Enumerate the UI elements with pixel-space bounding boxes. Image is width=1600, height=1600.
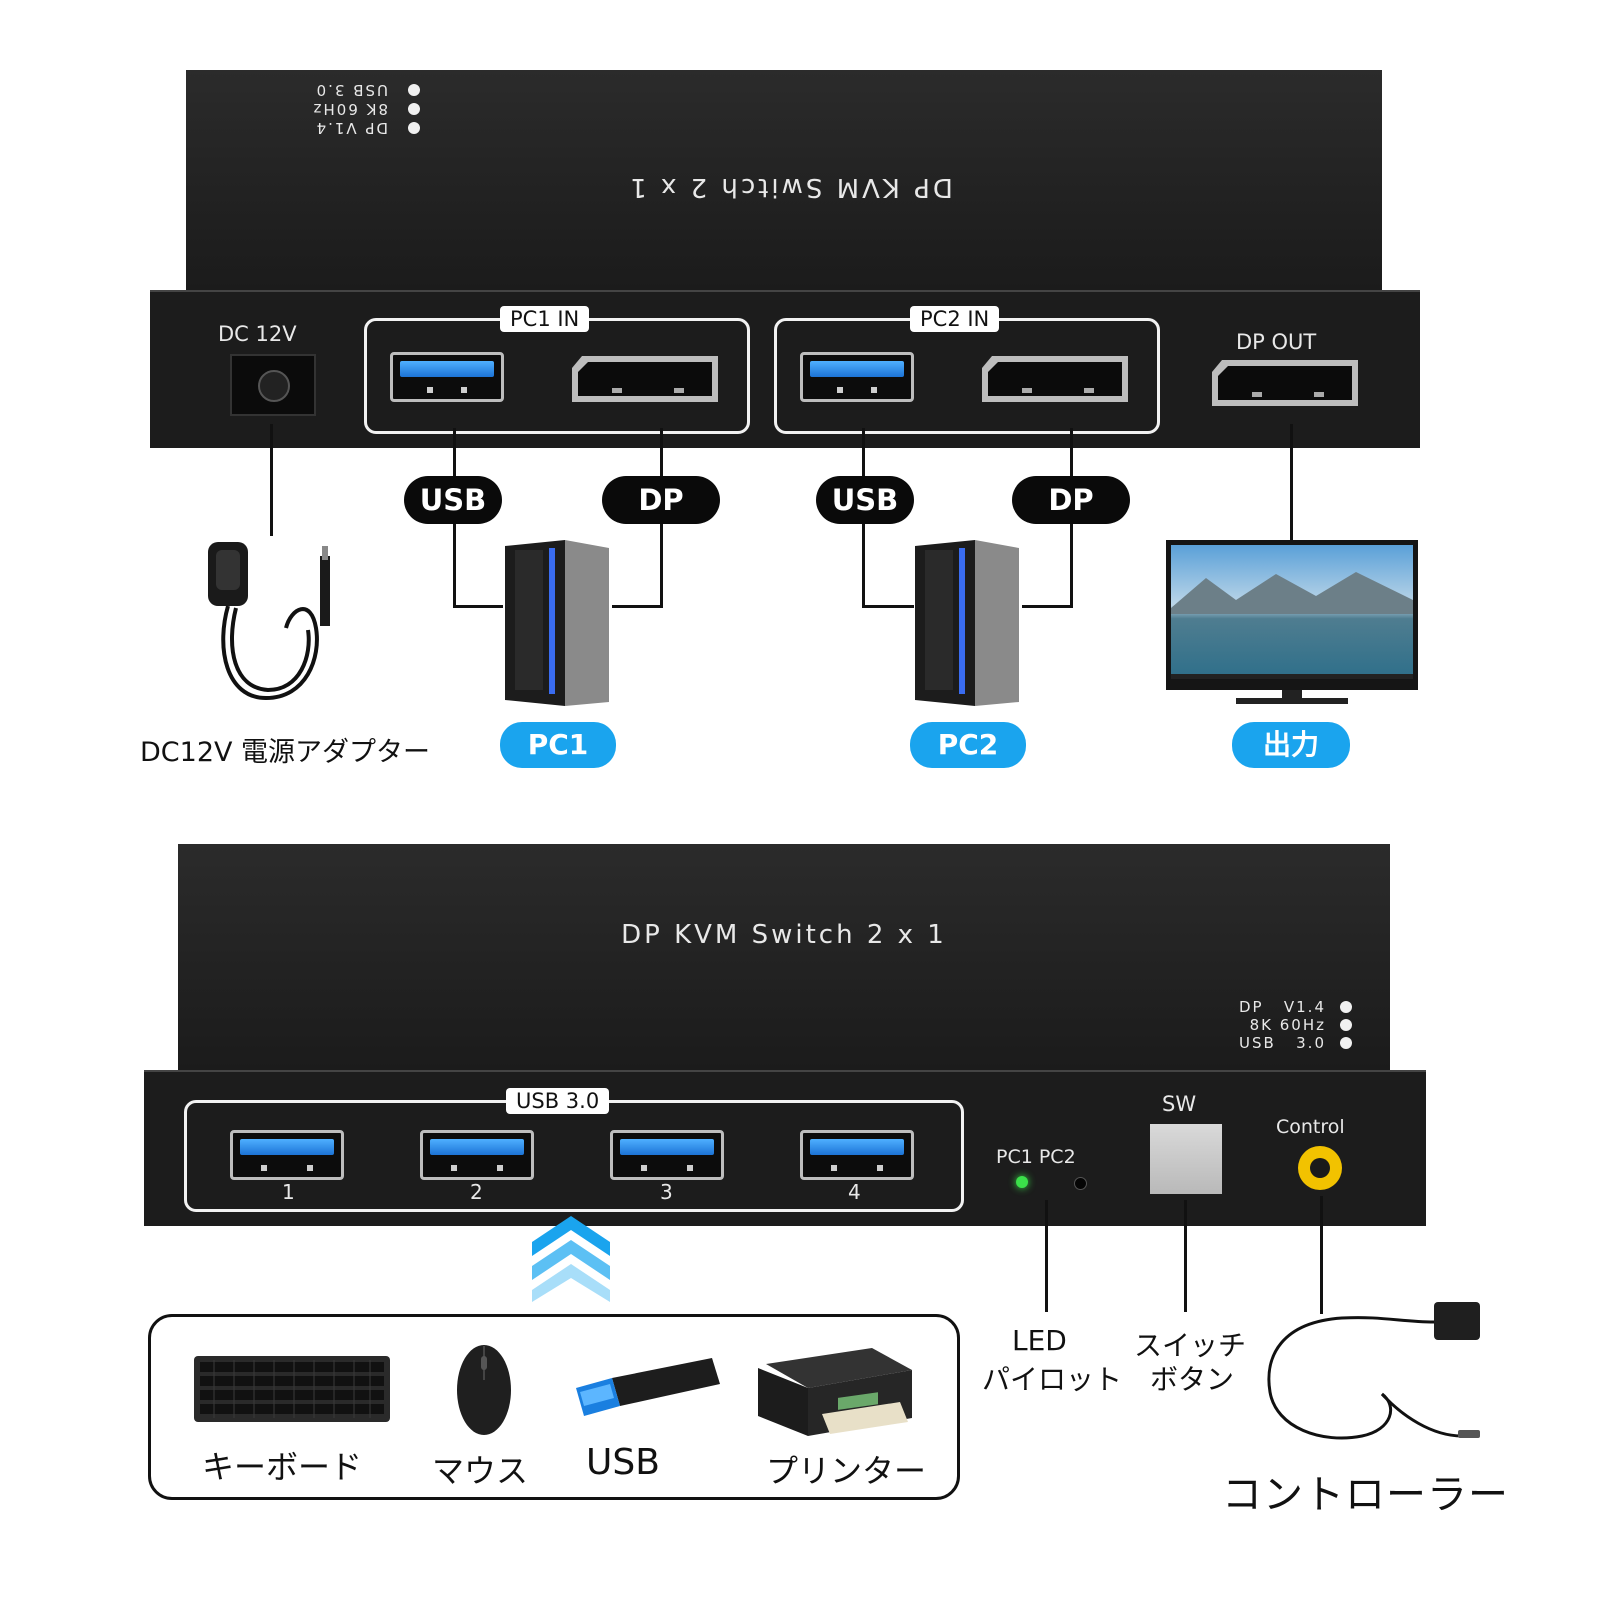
spec-dot [1340, 1037, 1352, 1049]
port-number-3: 3 [660, 1180, 673, 1204]
sw-label: SW [1162, 1092, 1196, 1116]
bottom-spec-text: 8K 60Hz [1250, 1016, 1326, 1034]
pc2-in-label: PC2 IN [910, 306, 999, 332]
port-number-4: 4 [848, 1180, 861, 1204]
dp-tag-pc2: DP [1012, 476, 1130, 524]
dc-jack [230, 354, 316, 416]
usb-port-1[interactable] [230, 1130, 344, 1180]
usb-tag-pc2: USB [816, 476, 914, 524]
keyboard-icon [194, 1356, 390, 1426]
led-callout-line1: LED [1012, 1324, 1067, 1357]
bottom-spec-item: DP V1.4 [1172, 998, 1352, 1016]
pc1-caption: PC1 [500, 722, 616, 768]
usb-caption: USB [586, 1442, 660, 1483]
bottom-device-title: DP KVM Switch 2 x 1 [534, 920, 1034, 950]
usb-port-4[interactable] [800, 1130, 914, 1180]
dp-out-port[interactable] [1208, 356, 1368, 410]
port-number-2: 2 [470, 1180, 483, 1204]
top-spec-item: USB 3.0 [250, 81, 420, 100]
chevron-up-icon [532, 1216, 610, 1302]
pc1-in-label: PC1 IN [500, 306, 589, 332]
port-number-1: 1 [282, 1180, 295, 1204]
spec-dot [1340, 1019, 1352, 1031]
top-spec-item: DP V1.4 [250, 119, 420, 138]
top-spec-text: USB 3.0 [315, 82, 388, 100]
bottom-spec-text: DP V1.4 [1239, 998, 1326, 1016]
dp-out-label: DP OUT [1236, 330, 1316, 354]
bottom-spec-item: 8K 60Hz [1172, 1016, 1352, 1034]
top-spec-text: 8K 60Hz [312, 101, 388, 119]
bottom-spec-list: DP V1.4 8K 60Hz USB 3.0 [1172, 998, 1352, 1052]
control-jack[interactable] [1298, 1146, 1342, 1190]
pc1-usb-port[interactable] [390, 352, 504, 402]
pc1-dp-port[interactable] [568, 352, 728, 406]
pc1-led [1016, 1176, 1028, 1188]
top-device-title: DP KVM Switch 2 x 1 [540, 172, 1040, 202]
monitor-icon [1166, 538, 1418, 708]
spec-dot [408, 104, 420, 116]
usb-tag-pc1: USB [404, 476, 502, 524]
usb-port-3[interactable] [610, 1130, 724, 1180]
dp-out-line [1290, 424, 1293, 540]
led-callout-line2: パイロット [982, 1358, 1122, 1398]
pc1-tower-icon [505, 540, 613, 706]
usb30-box-label: USB 3.0 [506, 1088, 609, 1114]
pc2-usb-line-h [862, 605, 914, 608]
dp-tag-pc1: DP [602, 476, 720, 524]
pc2-usb-port[interactable] [800, 352, 914, 402]
keyboard-caption: キーボード [202, 1442, 362, 1488]
mouse-caption: マウス [432, 1446, 528, 1492]
usb-port-2[interactable] [420, 1130, 534, 1180]
output-caption: 出力 [1232, 722, 1350, 768]
spec-dot [408, 85, 420, 97]
led-labels: PC1 PC2 [996, 1146, 1076, 1168]
spec-dot [408, 123, 420, 135]
pc2-dp-port[interactable] [978, 352, 1138, 406]
pc2-led [1074, 1177, 1087, 1190]
printer-icon [752, 1344, 916, 1436]
pc2-caption: PC2 [910, 722, 1026, 768]
switch-callout-line [1184, 1200, 1187, 1312]
pc1-usb-line-h [453, 605, 503, 608]
power-adapter-icon [196, 538, 346, 708]
pc1-dp-line-h [612, 605, 663, 608]
bottom-spec-text: USB 3.0 [1239, 1034, 1326, 1052]
pc2-dp-line-h [1022, 605, 1073, 608]
control-label: Control [1276, 1116, 1345, 1138]
top-spec-list: DP V1.4 8K 60Hz USB 3.0 [250, 78, 420, 138]
mouse-icon [456, 1344, 512, 1436]
bottom-spec-item: USB 3.0 [1172, 1034, 1352, 1052]
top-spec-item: 8K 60Hz [250, 100, 420, 119]
usb-stick-icon [572, 1356, 722, 1426]
dc-label: DC 12V [218, 322, 297, 346]
dc-connector-line [270, 424, 273, 536]
adapter-caption: DC12V 電源アダプター [140, 730, 430, 769]
pc2-tower-icon [915, 540, 1023, 706]
printer-caption: プリンター [766, 1446, 926, 1492]
switch-callout-line2: ボタン [1150, 1358, 1234, 1398]
switch-button[interactable] [1150, 1124, 1222, 1194]
controller-cable-icon [1262, 1296, 1484, 1446]
spec-dot [1340, 1001, 1352, 1013]
top-spec-text: DP V1.4 [315, 120, 388, 138]
controller-caption: コントローラー [1222, 1462, 1509, 1520]
led-callout-line [1045, 1200, 1048, 1312]
